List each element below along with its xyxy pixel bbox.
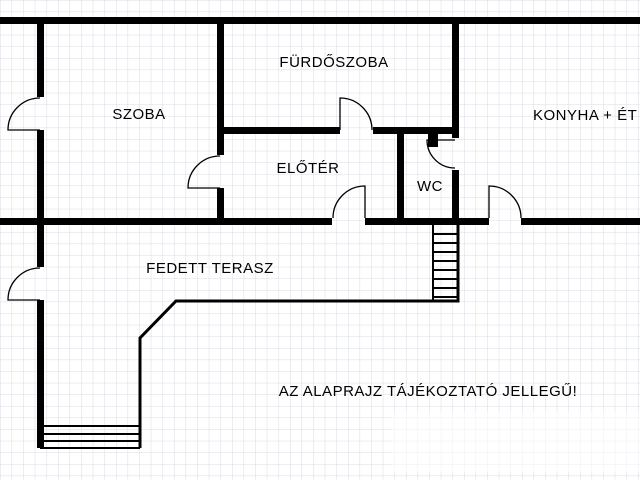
entry-steps xyxy=(40,425,140,449)
terrace-stairs xyxy=(432,225,458,301)
walls xyxy=(0,17,640,448)
wc-door-post xyxy=(428,131,438,147)
door-eloter xyxy=(332,185,366,219)
wall-bathroom-bottom-left xyxy=(217,127,340,134)
wall-bottom-left xyxy=(0,218,332,225)
door-left-lower xyxy=(7,267,41,301)
wall-bottom-middle xyxy=(365,218,489,225)
room-label-konyha: KONYHA + ÉT xyxy=(533,107,637,124)
wall-bottom-right xyxy=(521,218,640,225)
stairs-treads xyxy=(433,233,458,298)
terrace-outline xyxy=(138,225,460,448)
room-label-terasz: FEDETT TERASZ xyxy=(146,260,274,277)
wall-szoba-right-upper xyxy=(217,17,224,155)
disclaimer-text: AZ ALAPRAJZ TÁJÉKOZTATÓ JELLEGŰ! xyxy=(279,383,578,400)
doors xyxy=(7,97,522,301)
wall-wc-right xyxy=(452,170,459,225)
room-label-wc: WC xyxy=(417,178,443,195)
wall-left-upper xyxy=(37,17,44,97)
door-wc xyxy=(426,139,456,169)
door-szoba xyxy=(187,155,221,189)
door-left-upper xyxy=(7,97,41,131)
wall-left-lower xyxy=(37,300,44,448)
door-furdoszoba xyxy=(339,97,373,131)
wall-szoba-right-lower xyxy=(217,188,224,225)
wall-left-middle xyxy=(37,130,44,267)
wall-top xyxy=(0,17,640,24)
wall-bathroom-right xyxy=(452,17,459,138)
room-label-szoba: SZOBA xyxy=(112,106,165,123)
watermark xyxy=(392,412,640,472)
wall-bathroom-bottom-right xyxy=(373,127,458,134)
room-label-furdoszoba: FÜRDŐSZOBA xyxy=(279,53,388,71)
room-label-eloter: ELŐTÉR xyxy=(276,160,339,177)
wall-wc-left xyxy=(397,127,404,225)
door-konyha xyxy=(488,185,522,219)
